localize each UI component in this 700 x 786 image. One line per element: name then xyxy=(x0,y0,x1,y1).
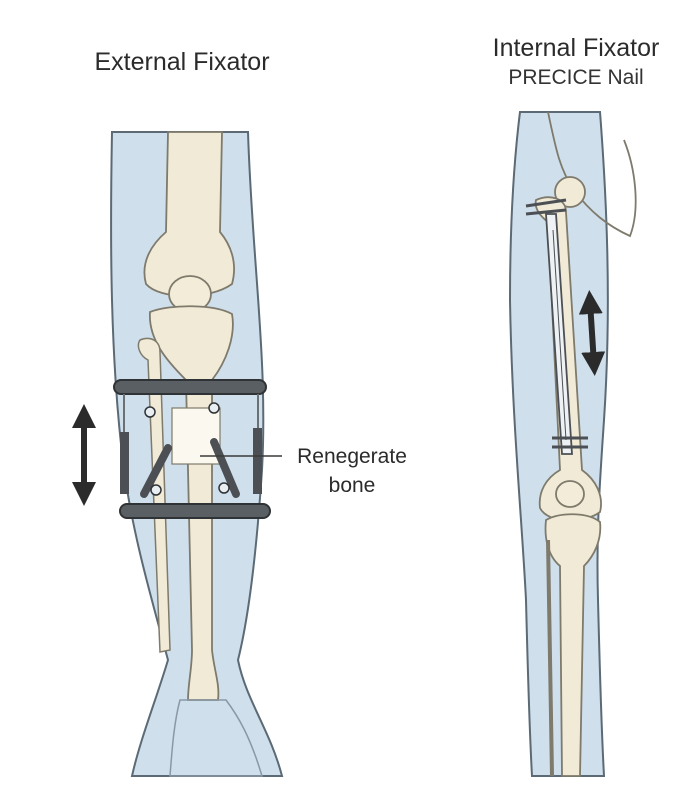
pelvis xyxy=(547,111,637,238)
right-fibula xyxy=(546,539,554,777)
regenerate-bone xyxy=(171,407,221,465)
diagonal-strut-1 xyxy=(140,444,172,498)
pin-3 xyxy=(150,484,162,496)
external-fixator-frame xyxy=(113,379,271,519)
internal-fixator-title-block: Internal Fixator PRECICE Nail xyxy=(462,33,690,93)
lower-ring xyxy=(119,503,271,519)
pin-4 xyxy=(218,482,230,494)
callout-line-2: bone xyxy=(328,474,376,497)
proximal-screw-2 xyxy=(525,208,567,216)
left-leg xyxy=(72,131,284,777)
upper-ring xyxy=(113,379,267,395)
pin-2 xyxy=(208,402,220,414)
right-strut xyxy=(253,428,262,494)
external-fixator-title: External Fixator xyxy=(94,48,270,76)
regenerate-bone-callout: Renegerate bone xyxy=(282,442,422,500)
diagonal-strut-2 xyxy=(210,438,240,498)
right-patella xyxy=(555,480,585,508)
internal-fixator-title: Internal Fixator xyxy=(492,34,660,62)
left-foot-bones xyxy=(169,699,264,777)
left-strut xyxy=(120,432,129,494)
right-length-arrow xyxy=(578,290,606,376)
nail-inner xyxy=(552,229,567,441)
pin-1 xyxy=(144,406,156,418)
right-leg xyxy=(508,111,637,777)
proximal-screw-1 xyxy=(525,198,567,208)
precice-nail-subtitle: PRECICE Nail xyxy=(508,66,644,89)
callout-line-1: Renegerate xyxy=(297,445,407,468)
